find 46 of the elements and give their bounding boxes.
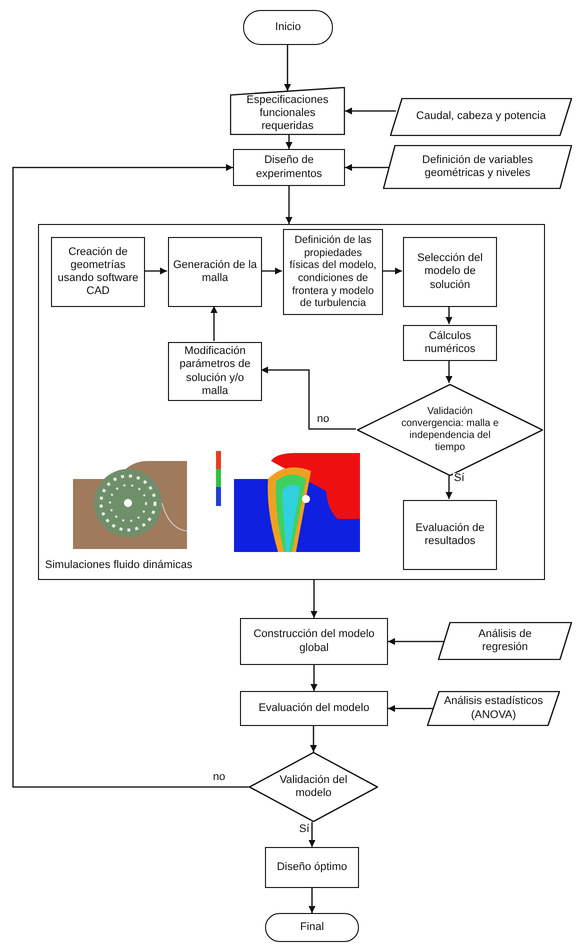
- input-parallelogram: Definición de variables geométricas y niveles: [383, 145, 572, 189]
- edge-label: Sí: [298, 824, 310, 835]
- arrow: [388, 638, 444, 645]
- process-box: Evaluación de resultados: [403, 500, 497, 570]
- process-box: Cálculos numéricos: [403, 325, 497, 361]
- edge-label: no: [316, 414, 330, 425]
- process-box: Evaluación del modelo: [240, 691, 388, 726]
- arrow: [382, 268, 402, 274]
- edge-label: Sí: [453, 473, 466, 484]
- input-parallelogram: Análisis de regresión: [438, 622, 572, 660]
- arrow: [284, 45, 291, 91]
- arrow: [310, 665, 318, 691]
- input-parallelogram: Caudal, cabeza y potencia: [390, 98, 572, 136]
- arrow: [388, 705, 433, 712]
- arrow: [310, 580, 318, 618]
- arrow: [261, 268, 282, 274]
- process-box: Diseño de experimentos: [233, 149, 345, 186]
- terminal-shape: Inicio: [243, 10, 333, 45]
- arrow: [308, 822, 316, 847]
- arrow: [12, 164, 249, 788]
- group-caption: Simulaciones fluido dinámicas: [45, 558, 192, 572]
- terminal-shape: Final: [265, 913, 359, 942]
- process-box: Definición de las propiedades físicas del modelo, condiciones de frontera y modelo de turbulencia: [283, 229, 383, 315]
- process-box: Modificación parámetros de solución y/o malla: [168, 342, 262, 401]
- process-box: Diseño óptimo: [265, 847, 359, 888]
- process-box: Construcción del modelo global: [240, 618, 388, 665]
- process-box: Creación de geometrías usando software CAD: [51, 237, 145, 307]
- arrow: [144, 268, 167, 274]
- manual-input-shape: Especificaciones funcionales requeridas: [230, 87, 345, 135]
- arrow: [446, 475, 452, 499]
- decision-diamond: Validación del modelo: [249, 752, 378, 822]
- edge-label: no: [212, 772, 226, 783]
- arrow: [308, 888, 316, 913]
- arrow: [261, 366, 356, 430]
- group-frame: [38, 224, 545, 580]
- arrow: [286, 186, 292, 224]
- arrow: [310, 726, 317, 752]
- arrow: [446, 306, 452, 324]
- arrow: [286, 135, 292, 149]
- input-parallelogram: Análisis estadísticos (ANOVA): [427, 691, 560, 726]
- arrow: [345, 108, 396, 114]
- arrow: [210, 306, 218, 341]
- process-box: Generación de la malla: [168, 237, 262, 307]
- arrow: [446, 360, 452, 383]
- arrow: [345, 164, 389, 171]
- process-box: Selección del modelo de solución: [403, 237, 497, 307]
